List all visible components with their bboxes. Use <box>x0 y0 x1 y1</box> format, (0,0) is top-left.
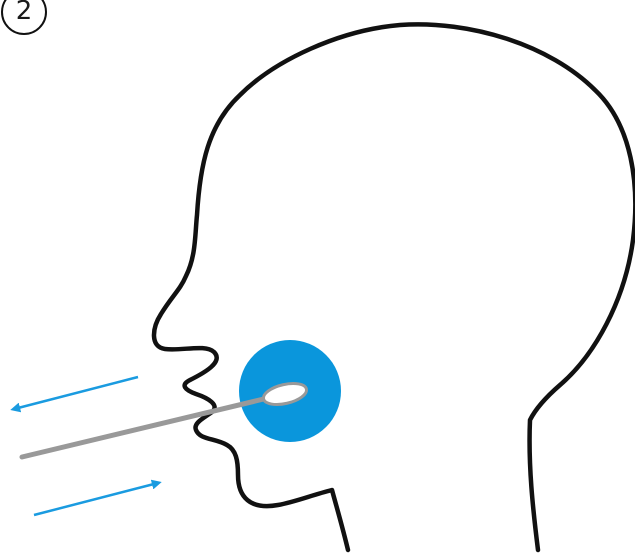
arrow-left-icon <box>18 377 138 408</box>
step-badge: 2 <box>2 0 46 34</box>
motion-arrows <box>18 377 154 515</box>
arrow-right-icon <box>34 484 154 515</box>
step-number: 2 <box>16 0 33 26</box>
head-profile-icon <box>154 24 635 550</box>
